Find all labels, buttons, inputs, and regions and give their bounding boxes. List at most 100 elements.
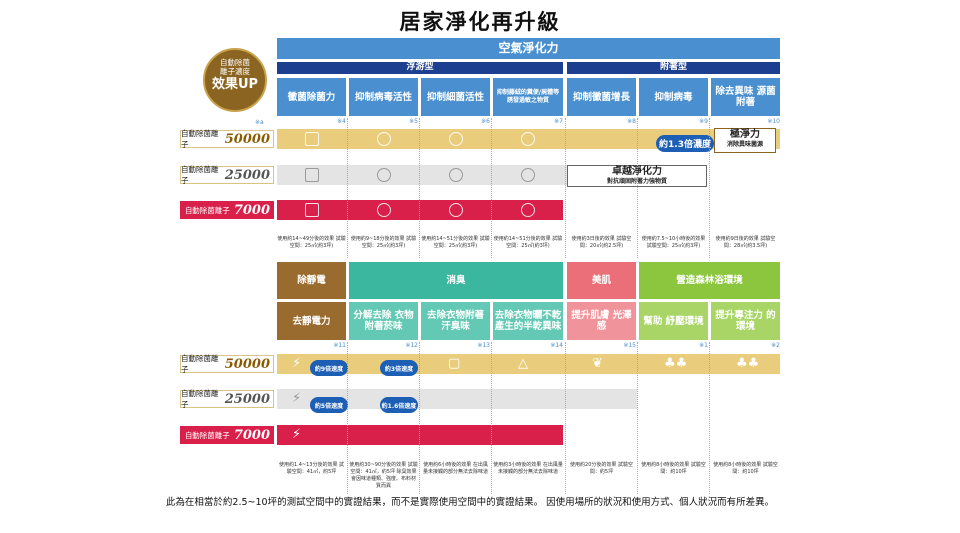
bottom-note-3: 使用約6小時後的效果 在出風量未接觸的部分無法去除味道 [422,462,488,475]
col-num-2: ※5 [409,118,418,125]
bottom-band-25000 [277,389,637,409]
divider [565,118,566,258]
speed-16x-badge: 約1.6倍速度 [380,397,418,413]
speed-5x-badge: 約5倍速度 [310,397,348,413]
col-focus: 提升專注力 的環境 [711,302,780,340]
ultra-purify-callout: 極淨力 消除異味菌源 [714,128,776,153]
bcol-num-4: ※14 [550,342,563,349]
divider [347,342,348,494]
col-skin: 提升肌膚 光澤感 [567,302,636,340]
super-sub: 對抗頑固附著力強物質 [606,178,667,185]
divider [419,118,420,258]
col-mold-growth: 抑制黴菌增長 [567,78,636,116]
concentration-badge: 自動除菌 離子濃度 效果UP [203,48,267,112]
bcol-num-2: ※12 [405,342,418,349]
bcol-num-3: ※13 [477,342,490,349]
person-icon [305,203,319,217]
bottom-row-label-25000: 自動除菌離子 25000 [180,389,274,409]
row-label-value: 7000 [233,202,270,218]
speed-3x-badge: 約3倍速度 [380,360,418,376]
bcol-num-1: ※11 [333,342,346,349]
col-virus-inhibit: 抑制病毒活性 [349,78,418,116]
col-odor-source: 除去異味 源菌附著 [711,78,780,116]
mark-a: ※a [255,119,264,126]
ultra-sub: 消除異味菌源 [726,141,763,148]
bottom-note-1: 使用約1.4~13分後的效果 試驗空間：41㎡，約5坪 [278,462,345,475]
lightning-icon: ⚡ [292,427,302,442]
virus-icon [377,203,391,217]
floating-type-header: 浮游型 [277,62,563,74]
row-label-text: 自動除菌離子 [181,129,219,149]
badge-line1: 自動除菌 [220,58,250,67]
mite-icon [521,132,535,146]
cat-forest: 營造森林浴環境 [639,262,780,299]
col-sweat-odor: 去除衣物附著 汗臭味 [421,302,490,340]
row-label-value: 50000 [224,356,270,372]
lightning-icon: ⚡ [292,356,302,371]
person-icon [305,168,319,182]
virus-icon [377,132,391,146]
row-label-text: 自動除菌離子 [181,354,219,374]
bacteria-icon [449,132,463,146]
divider [419,342,420,494]
leaf-icon: ❦ [592,356,603,371]
bcol-num-5: ※15 [623,342,636,349]
bottom-band-50000 [277,354,780,374]
cat-beauty: 美肌 [567,262,636,299]
row-label-text: 自動除菌離子 [181,165,219,185]
shirt-icon: ▢ [448,356,461,371]
col-mold-sterilize: 黴菌除菌力 [277,78,346,116]
top-note-5: 使用約3日後的效果 試驗空間：20㎡(約2.5坪) [571,236,632,249]
bacteria-icon [449,168,463,182]
row-label-value: 25000 [224,391,270,407]
bcol-num-7: ※2 [771,342,780,349]
bottom-row-label-50000: 自動除菌離子 50000 [180,354,274,374]
bottom-note-2: 使用約30~90分後的效果 試驗空間：41㎡，約5坪 除臭效果會因味道種類、強度… [349,462,418,489]
divider [491,118,492,258]
col-allergen-inhibit: 抑制藤絨的糞便/屍體等誘發過敏之物質 [493,78,563,116]
col-num-1: ※4 [337,118,346,125]
divider [491,342,492,494]
top-note-6: 使用約7.5~10小時後的效果 試驗空間：25㎡(約3坪) [641,236,706,249]
divider [347,118,348,258]
virus-icon [377,168,391,182]
top-note-2: 使用約9~18分後的效果 試驗空間：25㎡(約3坪) [350,236,417,249]
divider [709,118,710,258]
ultra-title: 極淨力 [730,129,760,140]
bottom-note-6: 使用約8小時後的效果 試驗空間：約10坪 [641,462,706,475]
row-label-value: 7000 [233,427,270,443]
person-icon [305,132,319,146]
tree-icon: ♣♣ [736,356,760,371]
badge-line3: 效果UP [211,77,259,92]
row-label-text: 自動除菌離子 [184,205,230,215]
divider [637,118,638,258]
badge-line2: 離子濃度 [220,67,250,76]
row-label-text: 自動除菌離子 [181,389,219,409]
divider [565,342,566,494]
bottom-band-7000 [277,425,563,445]
col-relax: 幫助 紓壓環境 [639,302,708,340]
col-num-4: ※7 [554,118,563,125]
top-note-1: 使用約14~49分後的效果 試驗空間：25㎡(約3坪) [277,236,346,249]
cat-deodorize: 消臭 [349,262,563,299]
col-damp-odor: 去除衣物曬不乾 產生的半乾異味 [493,302,563,340]
bottom-note-7: 使用約8小時後的效果 試驗空間：約10坪 [713,462,778,475]
mite-icon [521,203,535,217]
divider [709,342,710,494]
bottom-note-5: 使用約20分後的效果 試驗空間：約5坪 [570,462,633,475]
cat-antistatic: 除靜電 [277,262,346,299]
footer-disclaimer: 此為在相當於約2.5~10坪的測試空間中的實證結果，而不是實際使用空間中的實證結… [165,497,775,508]
row-label-value: 25000 [224,167,270,183]
page-title: 居家淨化再升級 [399,10,561,34]
col-antistatic: 去靜電力 [277,302,346,340]
col-bacteria-inhibit: 抑制細菌活性 [421,78,490,116]
col-smoke-odor: 分解去除 衣物附著菸味 [349,302,418,340]
top-note-7: 使用約9日後的效果 試驗空間：28㎡(約3.5坪) [715,236,776,249]
bottom-note-4: 使用約3小時後的效果 在出風量未接觸的部分無法去除味道 [493,462,563,475]
col-virus: 抑制病毒 [639,78,708,116]
top-row-label-25000: 自動除菌離子 25000 [180,165,274,185]
boost-badge: 約1.3倍濃度 [656,135,714,152]
